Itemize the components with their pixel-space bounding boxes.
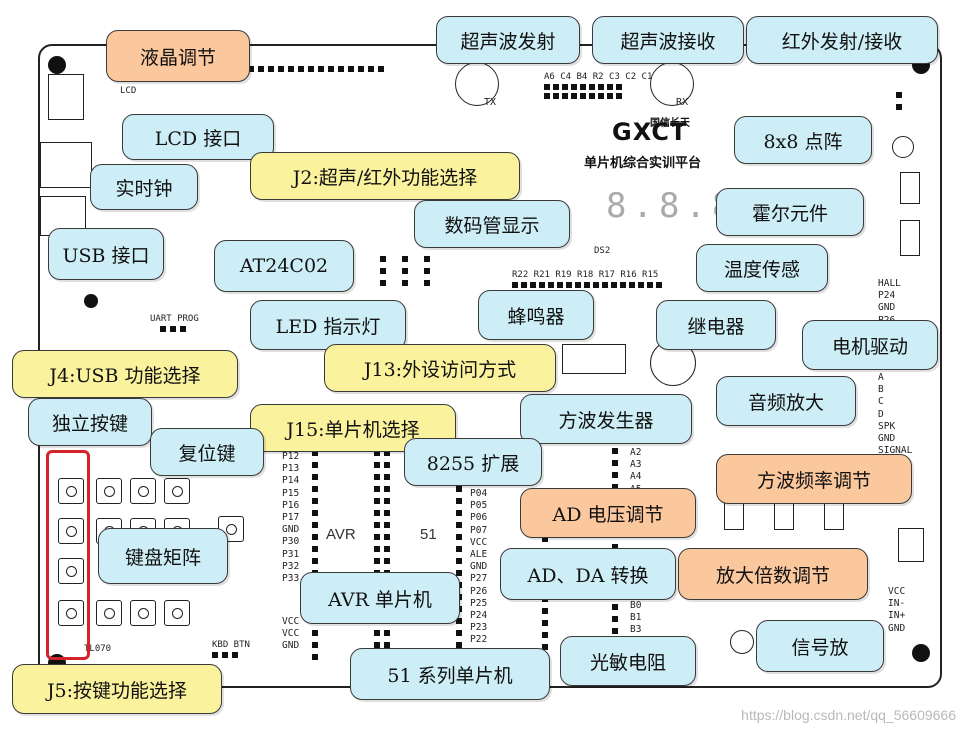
callout-independent-keys: 独立按键 bbox=[28, 398, 152, 446]
resistor-row-label: R22 R21 R19 R18 R17 R16 R15 bbox=[512, 270, 659, 280]
callout-relay: 继电器 bbox=[656, 300, 776, 350]
vcc-in-pin-labels: VCC IN- IN+ GND bbox=[888, 586, 906, 634]
callout-audio-amp: 音频放大 bbox=[716, 376, 856, 426]
callout-led: LED 指示灯 bbox=[250, 300, 406, 350]
brand-logo-small: 国信长天 bbox=[650, 118, 690, 129]
callout-ad-voltage: AD 电压调节 bbox=[520, 488, 696, 538]
board-title: 单片机综合实训平台 bbox=[584, 156, 702, 171]
independent-keys-frame bbox=[46, 450, 90, 660]
callout-ultrasonic-tx: 超声波发射 bbox=[436, 16, 580, 64]
callout-buzzer: 蜂鸣器 bbox=[478, 290, 594, 340]
led-pins bbox=[424, 256, 430, 292]
led-d1 bbox=[892, 136, 914, 158]
potentiometer-pb bbox=[48, 74, 84, 120]
adc-b-labels: B0 B1 B3 bbox=[630, 600, 642, 636]
callout-dot-matrix: 8x8 点阵 bbox=[734, 116, 872, 164]
component-row-label: A6 C4 B4 R2 C3 C2 C1 bbox=[544, 72, 653, 82]
callout-lcd-adjust: 液晶调节 bbox=[106, 30, 250, 82]
mount-hole bbox=[912, 644, 930, 662]
tx-label: TX bbox=[484, 97, 497, 108]
kbd-btn-label: KBD BTN bbox=[212, 640, 250, 650]
key-button bbox=[164, 478, 190, 504]
lcd-header-pins bbox=[248, 66, 388, 72]
callout-at24c02: AT24C02 bbox=[214, 240, 354, 292]
key-button bbox=[130, 600, 156, 626]
header-block bbox=[898, 528, 924, 562]
callout-lcd-port: LCD 接口 bbox=[122, 114, 274, 160]
callout-avr-mcu: AVR 单片机 bbox=[300, 572, 460, 624]
socket-pins bbox=[384, 450, 390, 660]
c51-socket-label: 51 bbox=[420, 526, 437, 543]
tl070-label: TL070 bbox=[84, 644, 112, 654]
callout-ultrasonic-rx: 超声波接收 bbox=[592, 16, 744, 64]
led-pins bbox=[380, 256, 386, 292]
j5-pins bbox=[212, 652, 242, 658]
callout-motor: 电机驱动 bbox=[802, 320, 938, 370]
rx-label: RX bbox=[676, 97, 689, 108]
header-block bbox=[900, 220, 920, 256]
photoresistor-part bbox=[730, 630, 754, 654]
callout-temp-sensor: 温度传感 bbox=[696, 244, 828, 292]
key-button bbox=[130, 478, 156, 504]
key-button bbox=[58, 558, 84, 584]
callout-ir-txrx: 红外发射/接收 bbox=[746, 16, 938, 64]
seg-display-label: DS2 bbox=[594, 246, 611, 256]
key-button bbox=[96, 600, 122, 626]
header-block bbox=[900, 172, 920, 204]
callout-j13-access: J13:外设访问方式 bbox=[324, 344, 556, 392]
callout-usb-port: USB 接口 bbox=[48, 228, 164, 280]
callout-signal-amp: 信号放 bbox=[756, 620, 884, 672]
socket-pins bbox=[374, 450, 380, 660]
resistor-pads bbox=[512, 282, 672, 288]
callout-rtc: 实时钟 bbox=[90, 164, 198, 210]
silk-label: LCD bbox=[120, 86, 137, 96]
avr-socket-pins bbox=[312, 450, 318, 660]
key-button bbox=[164, 600, 190, 626]
component-pads bbox=[544, 84, 628, 99]
key-button bbox=[58, 600, 84, 626]
key-button bbox=[58, 478, 84, 504]
callout-hall: 霍尔元件 bbox=[716, 188, 864, 236]
mount-hole bbox=[48, 56, 66, 74]
callout-ad-da: AD、DA 转换 bbox=[500, 548, 676, 600]
callout-square-freq: 方波频率调节 bbox=[716, 454, 912, 504]
key-button bbox=[96, 478, 122, 504]
callout-seg-display: 数码管显示 bbox=[414, 200, 570, 248]
led-pins bbox=[402, 256, 408, 292]
ir-header-pins bbox=[896, 92, 902, 116]
avr-socket-label: AVR bbox=[326, 526, 356, 543]
callout-j2-select: J2:超声/红外功能选择 bbox=[250, 152, 520, 200]
uart-pins bbox=[160, 326, 190, 332]
callout-51-mcu: 51 系列单片机 bbox=[350, 648, 550, 700]
callout-8255: 8255 扩展 bbox=[404, 438, 542, 486]
mount-hole bbox=[84, 294, 98, 308]
usb-connector bbox=[40, 142, 92, 188]
key-button bbox=[58, 518, 84, 544]
c51-socket-pins bbox=[456, 450, 462, 660]
watermark: https://blog.csdn.net/qq_56609666 bbox=[741, 707, 956, 723]
abcd-pin-labels: A B C D SPK GND SIGNAL bbox=[878, 372, 913, 457]
callout-reset-key: 复位键 bbox=[150, 428, 264, 476]
callout-photoresistor: 光敏电阻 bbox=[560, 636, 696, 686]
avr-port-labels: P12 P13 P14 P15 P16 P17 GND P30 P31 P32 … bbox=[282, 451, 300, 585]
uart-label: UART PROG bbox=[150, 314, 199, 324]
ic-chip bbox=[562, 344, 626, 374]
callout-square-wave: 方波发生器 bbox=[520, 394, 692, 444]
callout-amp-gain: 放大倍数调节 bbox=[678, 548, 868, 600]
callout-key-matrix: 键盘矩阵 bbox=[98, 528, 228, 584]
brand-logo-mark: GXCT bbox=[612, 118, 688, 146]
callout-j15-mcu: J15:单片机选择 bbox=[250, 404, 456, 452]
avr-power-labels: VCC VCC GND bbox=[282, 616, 300, 652]
callout-j4-usb: J4:USB 功能选择 bbox=[12, 350, 238, 398]
callout-j5-keys: J5:按键功能选择 bbox=[12, 664, 222, 714]
